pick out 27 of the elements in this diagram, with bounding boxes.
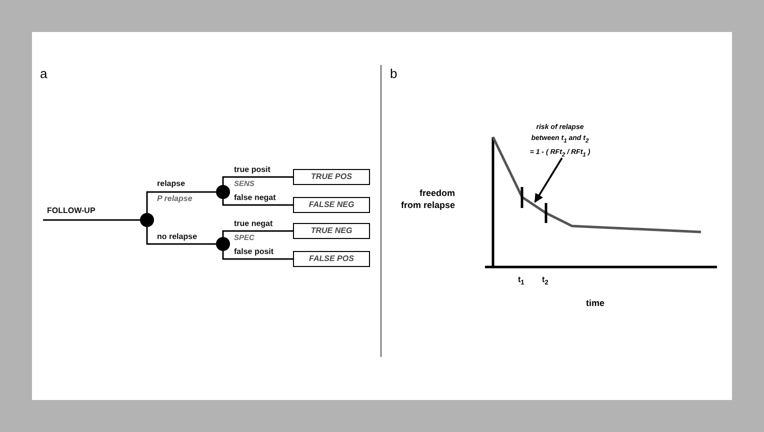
edge-label: relapse [157,179,186,188]
edge-label: false posit [234,247,274,256]
outcome-box: FALSE NEG [293,197,370,213]
branch-line [146,191,216,213]
panel-letter: a [40,66,48,81]
edge-label: FOLLOW-UP [47,206,96,215]
edge-label: false negat [234,193,276,202]
branch-line [222,176,293,185]
outcome-box: TRUE NEG [293,223,370,239]
survival-curve [492,136,702,234]
edge-label: true negat [234,219,273,228]
branch-line [146,227,216,245]
outcome-box: TRUE POS [293,169,370,185]
edge-label: no relapse [157,232,198,241]
edge-label: true posit [234,165,270,174]
branch-line [222,230,293,237]
branch-line [222,199,293,206]
branch-line [43,219,140,221]
panel-letter: b [390,66,398,81]
axis-label: time [586,298,605,308]
outcome-box: FALSE POS [293,251,370,267]
branch-line [222,251,293,260]
branch-line [534,158,563,203]
tick-label: t$_{2}$ [542,275,548,287]
probability-label: P relapse [157,194,192,203]
tick-label: t$_{1}$ [518,275,524,287]
axis-label: freedom from relapse [400,187,455,211]
